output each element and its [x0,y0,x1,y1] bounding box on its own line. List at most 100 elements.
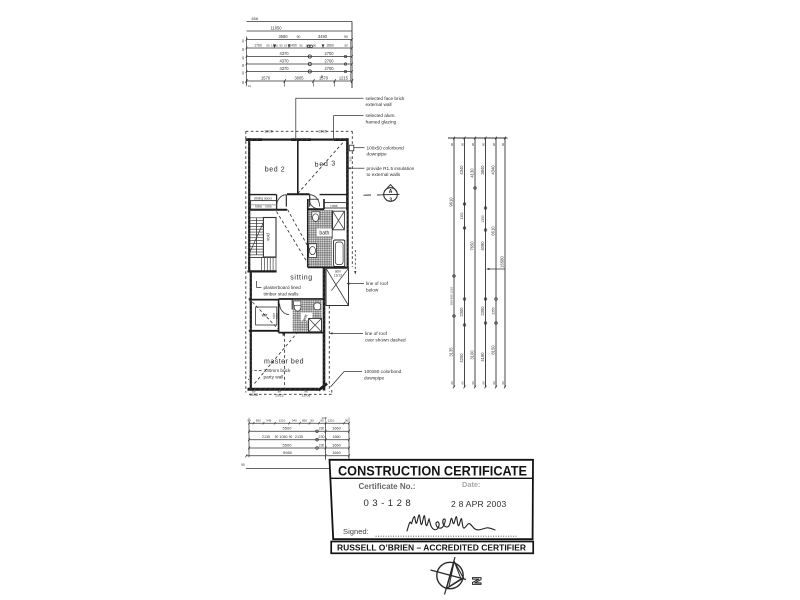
svg-text:1210: 1210 [328,419,335,423]
svg-text:3840: 3840 [480,165,485,175]
svg-text:3580: 3580 [278,34,288,39]
svg-text:A: A [389,189,393,195]
svg-text:5500: 5500 [283,442,293,447]
svg-text:1215: 1215 [339,75,349,80]
svg-text:90: 90 [344,35,348,39]
svg-text:4340: 4340 [459,165,464,175]
svg-text:1570: 1570 [319,75,329,80]
svg-text:850: 850 [256,419,261,423]
svg-text:2135: 2135 [295,435,303,439]
svg-text:sw: sw [304,391,307,394]
svg-text:plasterboard lined: plasterboard lined [264,285,302,290]
svg-text:1350: 1350 [460,212,464,219]
svg-text:1350: 1350 [481,215,485,223]
svg-text:1050: 1050 [279,435,287,439]
svg-text:robe: robe [265,205,272,209]
svg-text:90: 90 [241,81,245,85]
svg-text:2700: 2700 [324,59,334,64]
svg-text:Signed:: Signed: [343,527,369,536]
svg-text:3135: 3135 [449,347,454,357]
svg-text:aw: aw [278,391,281,394]
svg-text:Date:: Date: [462,480,480,489]
svg-text:3490: 3490 [318,34,328,39]
svg-text:100x50 colorbond: 100x50 colorbond [364,369,402,374]
svg-text:framed glazing: framed glazing [366,120,397,125]
svg-text:ens: ens [301,313,308,322]
svg-text:below: below [366,288,379,293]
svg-text:3005: 3005 [294,75,304,80]
svg-text:7650: 7650 [470,241,475,251]
svg-text:sliding doors: sliding doors [254,196,272,200]
svg-text:2300: 2300 [459,307,464,317]
svg-text:Certificate No.:: Certificate No.: [359,482,416,491]
svg-text:9610: 9610 [449,197,454,207]
svg-text:5500: 5500 [283,426,293,431]
svg-text:aw: aw [252,390,255,393]
svg-text:4090: 4090 [480,241,485,251]
svg-text:1400: 1400 [289,43,297,47]
svg-text:2 8 APR 2003: 2 8 APR 2003 [451,499,506,509]
svg-text:bed 3: bed 3 [314,160,336,168]
svg-text:3: 3 [389,197,392,203]
svg-text:90: 90 [311,419,315,423]
svg-text:15: 15 [284,43,288,47]
svg-text:90: 90 [450,381,454,385]
svg-text:line of roof: line of roof [366,281,389,286]
svg-text:to external walls: to external walls [367,172,401,177]
svg-text:1660: 1660 [332,443,340,447]
svg-text:945: 945 [266,419,271,423]
svg-text:90: 90 [501,381,505,385]
svg-text:1660: 1660 [332,427,340,431]
svg-text:90: 90 [289,435,293,439]
svg-text:adm: adm [335,270,342,274]
svg-text:90: 90 [460,143,464,147]
svg-text:4370: 4370 [279,59,289,64]
svg-text:90: 90 [241,64,245,68]
svg-text:13/15: 13/15 [264,130,273,134]
svg-text:13/12: 13/12 [275,394,284,398]
svg-text:11050: 11050 [270,25,282,30]
svg-text:line of roof: line of roof [365,331,388,336]
svg-text:90: 90 [320,419,324,423]
svg-text:230: 230 [319,427,325,431]
svg-text:4370: 4370 [279,66,289,71]
svg-text:selected alum.: selected alum. [366,113,396,118]
svg-text:90: 90 [492,381,496,385]
svg-text:90: 90 [241,48,245,52]
svg-text:downpipe: downpipe [367,152,387,157]
svg-text:0 3 - 1 2 8: 0 3 - 1 2 8 [364,498,412,509]
svg-text:1660: 1660 [326,43,334,47]
svg-text:230mm brick: 230mm brick [264,368,291,373]
svg-text:robe: robe [330,204,337,208]
svg-text:B: B [321,75,324,79]
svg-text:4130: 4130 [470,168,475,178]
svg-text:8150: 8150 [491,345,496,355]
svg-text:4370: 4370 [279,51,289,56]
svg-text:robe: robe [272,313,276,320]
svg-text:1660: 1660 [332,451,340,455]
svg-text:4190: 4190 [480,352,485,362]
svg-text:900: 900 [349,156,353,161]
svg-text:230: 230 [318,435,324,439]
svg-text:90: 90 [471,143,475,147]
svg-text:150: 150 [305,43,310,47]
svg-text:1760: 1760 [254,43,262,47]
svg-text:90: 90 [492,143,496,147]
svg-text:15/08: 15/08 [249,393,258,397]
svg-text:13/13: 13/13 [334,273,342,277]
svg-text:1570: 1570 [261,75,271,80]
svg-text:1210: 1210 [279,419,286,423]
svg-text:timber stud walls: timber stud walls [264,291,300,296]
svg-text:3100: 3100 [470,350,475,360]
svg-text:5980: 5980 [283,450,293,455]
svg-text:90: 90 [241,71,245,75]
svg-text:100x50 colorbond: 100x50 colorbond [367,145,405,150]
svg-text:90: 90 [279,43,283,47]
svg-text:90: 90 [344,43,348,47]
svg-text:90: 90 [297,35,301,39]
svg-text:6610: 6610 [491,226,496,236]
svg-text:90: 90 [241,39,245,43]
svg-text:2350: 2350 [480,306,485,316]
svg-text:12/08: 12/08 [302,394,311,398]
svg-text:downpipe: downpipe [364,376,384,381]
